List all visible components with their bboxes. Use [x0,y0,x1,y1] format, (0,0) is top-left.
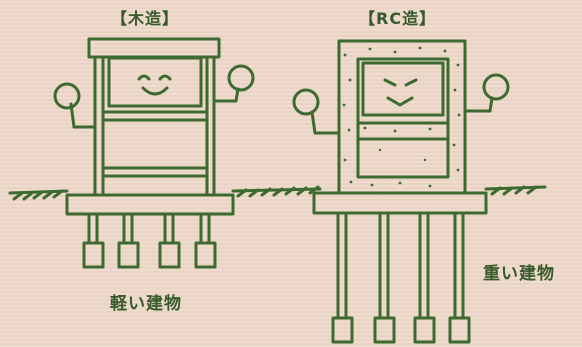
rc-concrete-dots [342,46,461,188]
rc-building-character [292,39,510,344]
rc-eyebrow-right [404,78,418,87]
wood-foundation [65,193,235,216]
rc-title: 【RC造】 [359,9,437,28]
rc-arm-left [310,110,341,135]
rc-arm-right [463,96,494,113]
wood-top-beam [87,37,221,59]
rc-window [361,61,445,117]
wood-title: 【木造】 [111,9,180,28]
wood-arm-left [69,102,97,129]
wood-eye-right [158,74,172,81]
rc-mouth [386,96,414,107]
wood-hand-left [53,82,81,110]
rc-foundation [312,191,488,215]
wood-hand-right [227,64,255,92]
wood-window [107,56,203,108]
wood-eye-left [137,74,151,81]
rc-hand-right [482,73,510,101]
rc-frame-inner [356,57,450,179]
heavy-building-label: 重い建物 [483,264,555,284]
wood-smile [141,86,169,96]
rc-hand-left [292,88,320,116]
light-building-label: 軽い建物 [110,294,182,314]
ground-lines [8,185,547,201]
rc-eyebrow-left [383,78,397,87]
wood-arm-right [212,87,240,103]
wooden-building-character [53,37,255,269]
